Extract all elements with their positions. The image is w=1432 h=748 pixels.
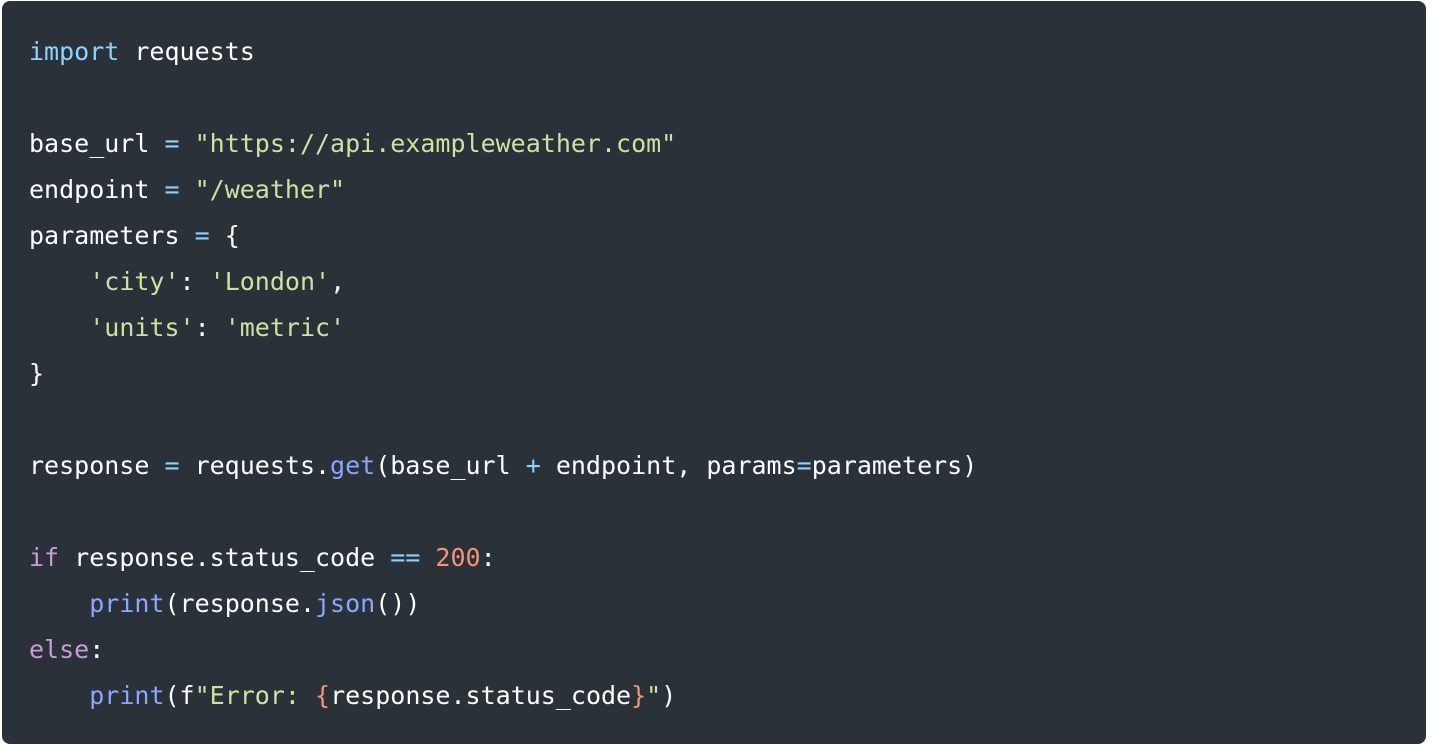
code-token-string: "Error: [194, 681, 316, 710]
code-token-default: response [29, 451, 165, 480]
code-token-control: else [29, 635, 90, 664]
code-token-default [29, 313, 89, 342]
code-token-brace: { [315, 681, 331, 710]
code-token-default: parameters [29, 221, 195, 250]
code-token-default [420, 543, 435, 572]
code-line: ​ [29, 489, 1426, 535]
code-token-default: response.status_code [330, 681, 632, 710]
code-line: ​ [29, 75, 1426, 121]
code-line: ​ [29, 397, 1426, 443]
code-token-operator: == [390, 543, 421, 572]
code-token-default: : [194, 313, 225, 342]
code-line: endpoint = "/weather" [29, 167, 1426, 213]
code-line: import requests [29, 29, 1426, 75]
code-token-function: print [89, 589, 165, 618]
code-token-default: ) [661, 681, 677, 710]
code-token-default: base_url [29, 129, 165, 158]
code-token-operator: + [525, 451, 541, 480]
code-line: 'units': 'metric' [29, 305, 1426, 351]
code-token-default [180, 175, 195, 204]
code-token-default: { [209, 221, 240, 250]
code-token-string: 'units' [89, 313, 195, 342]
code-token-number: 200 [435, 543, 481, 572]
code-token-default: (f [164, 681, 195, 710]
code-token-default: (base_url [375, 451, 526, 480]
code-token-operator: = [164, 129, 180, 158]
code-token-brace: } [631, 681, 647, 710]
code-block[interactable]: import requests​base_url = "https://api.… [29, 29, 1426, 719]
code-token-default: response.status_code [59, 543, 391, 572]
code-token-default: : [89, 635, 105, 664]
code-token-string: " [646, 681, 662, 710]
code-line: parameters = { [29, 213, 1426, 259]
code-line: if response.status_code == 200: [29, 535, 1426, 581]
code-token-default: } [29, 359, 45, 388]
code-token-default: ()) [375, 589, 421, 618]
code-token-function: print [89, 681, 165, 710]
code-line: base_url = "https://api.exampleweather.c… [29, 121, 1426, 167]
code-line: response = requests.get(base_url + endpo… [29, 443, 1426, 489]
code-token-default: requests [119, 37, 255, 66]
code-token-control: if [29, 543, 60, 572]
code-token-string: 'city' [89, 267, 180, 296]
code-token-default [29, 589, 89, 618]
code-token-string: "/weather" [194, 175, 346, 204]
code-line: else: [29, 627, 1426, 673]
code-token-default: , [330, 267, 346, 296]
code-token-string: 'metric' [224, 313, 346, 342]
code-token-function: json [315, 589, 376, 618]
code-token-default: endpoint [29, 175, 165, 204]
code-token-function: get [330, 451, 376, 480]
code-token-default: (response. [164, 589, 315, 618]
code-token-default [29, 267, 89, 296]
code-token-operator: = [164, 175, 180, 204]
code-line: } [29, 351, 1426, 397]
code-token-default [180, 129, 195, 158]
code-token-default: endpoint, params [540, 451, 797, 480]
code-token-default [29, 681, 89, 710]
code-line: print(response.json()) [29, 581, 1426, 627]
code-token-default: requests. [179, 451, 331, 480]
code-token-string: 'London' [209, 267, 331, 296]
code-token-default: : [179, 267, 210, 296]
code-token-operator: = [164, 451, 180, 480]
code-token-operator: = [796, 451, 812, 480]
code-line: 'city': 'London', [29, 259, 1426, 305]
code-token-default: parameters) [811, 451, 978, 480]
code-token-string: "https://api.exampleweather.com" [194, 129, 677, 158]
code-token-keyword: import [29, 37, 120, 66]
code-token-operator: = [194, 221, 210, 250]
code-token-default: : [480, 543, 496, 572]
code-line: print(f"Error: {response.status_code}") [29, 673, 1426, 719]
